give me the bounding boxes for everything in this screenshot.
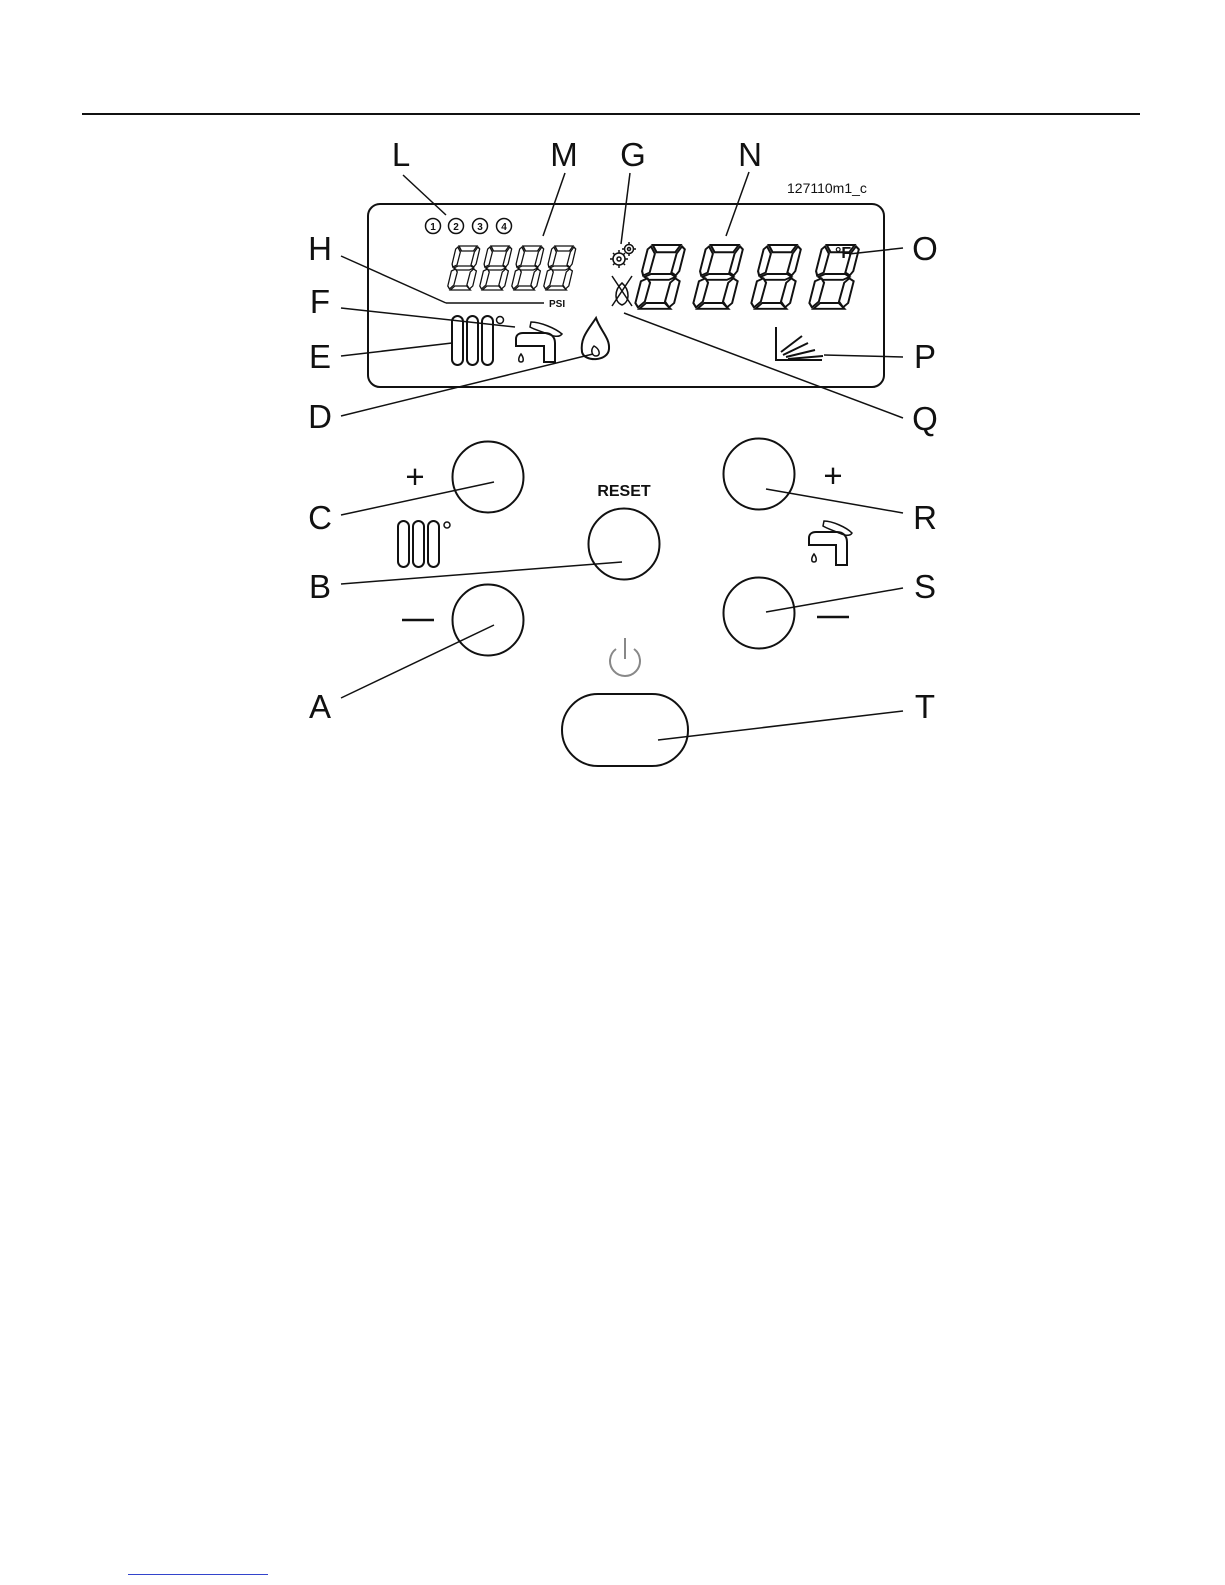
callout-S: S bbox=[914, 568, 936, 605]
callout-R: R bbox=[913, 499, 937, 536]
temperature-unit: °F bbox=[835, 245, 851, 262]
callout-D: D bbox=[308, 398, 332, 435]
figure-id: 127110m1_c bbox=[787, 180, 867, 196]
heating-plus-symbol: + bbox=[405, 458, 424, 495]
heating-plus-button[interactable] bbox=[453, 442, 524, 513]
callout-E: E bbox=[309, 338, 331, 375]
callout-G: G bbox=[620, 136, 646, 173]
reset-label: RESET bbox=[597, 483, 651, 500]
callout-Q: Q bbox=[912, 400, 938, 437]
zone-2-label: 2 bbox=[453, 222, 459, 233]
pressure-unit: PSI bbox=[549, 299, 565, 310]
callout-T: T bbox=[915, 688, 935, 725]
callout-A: A bbox=[309, 688, 331, 725]
zone-4-label: 4 bbox=[501, 222, 507, 233]
power-button[interactable] bbox=[562, 694, 688, 766]
zone-1-label: 1 bbox=[430, 222, 436, 233]
callout-P: P bbox=[914, 338, 936, 375]
reset-button[interactable] bbox=[589, 509, 660, 580]
callout-N: N bbox=[738, 136, 762, 173]
heating-minus-button[interactable] bbox=[453, 585, 524, 656]
power-icon bbox=[610, 638, 640, 676]
callout-F: F bbox=[310, 283, 330, 320]
callout-B: B bbox=[309, 568, 331, 605]
callout-H: H bbox=[308, 230, 332, 267]
callout-C: C bbox=[308, 499, 332, 536]
callout-O: O bbox=[912, 230, 938, 267]
callout-L: L bbox=[392, 136, 410, 173]
zone-3-label: 3 bbox=[477, 222, 483, 233]
heating-radiator-icon bbox=[398, 521, 450, 567]
hot-water-plus-symbol: + bbox=[823, 457, 842, 494]
hot-water-tap-icon bbox=[809, 521, 852, 565]
footer-link-underline bbox=[128, 1574, 268, 1575]
hot-water-plus-button[interactable] bbox=[724, 439, 795, 510]
hot-water-minus-button[interactable] bbox=[724, 578, 795, 649]
callout-M: M bbox=[550, 136, 578, 173]
